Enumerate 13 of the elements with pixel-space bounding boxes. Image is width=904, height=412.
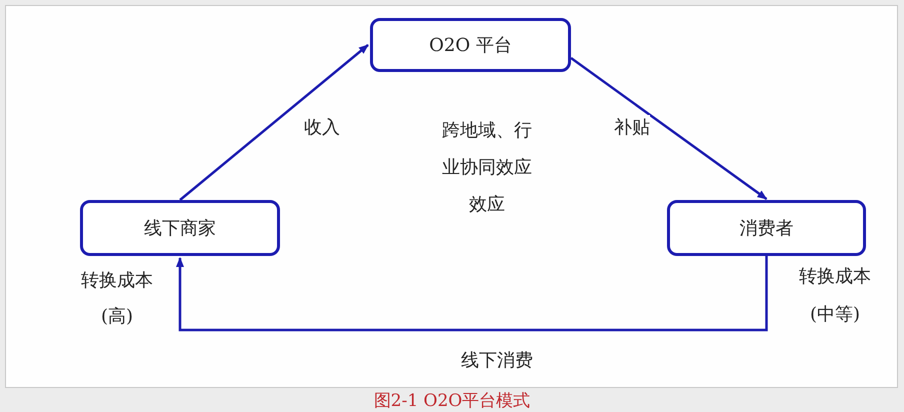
- edge-label: 收入: [304, 115, 340, 139]
- process-box: 消费者: [667, 200, 866, 256]
- process-box: 线下商家: [80, 200, 280, 256]
- arrow: [179, 44, 369, 201]
- caption: 图2-1 O2O平台模式: [374, 390, 530, 412]
- arrow: [176, 256, 768, 332]
- side-note: (高): [100, 305, 134, 328]
- side-note: 转换成本: [81, 269, 153, 292]
- process-box: O2O 平台: [370, 18, 571, 72]
- side-note: 转换成本: [799, 265, 871, 288]
- side-note: (中等): [810, 303, 860, 326]
- arrow: [570, 56, 768, 200]
- center-note: 跨地域、行业协同效应效应: [441, 119, 533, 217]
